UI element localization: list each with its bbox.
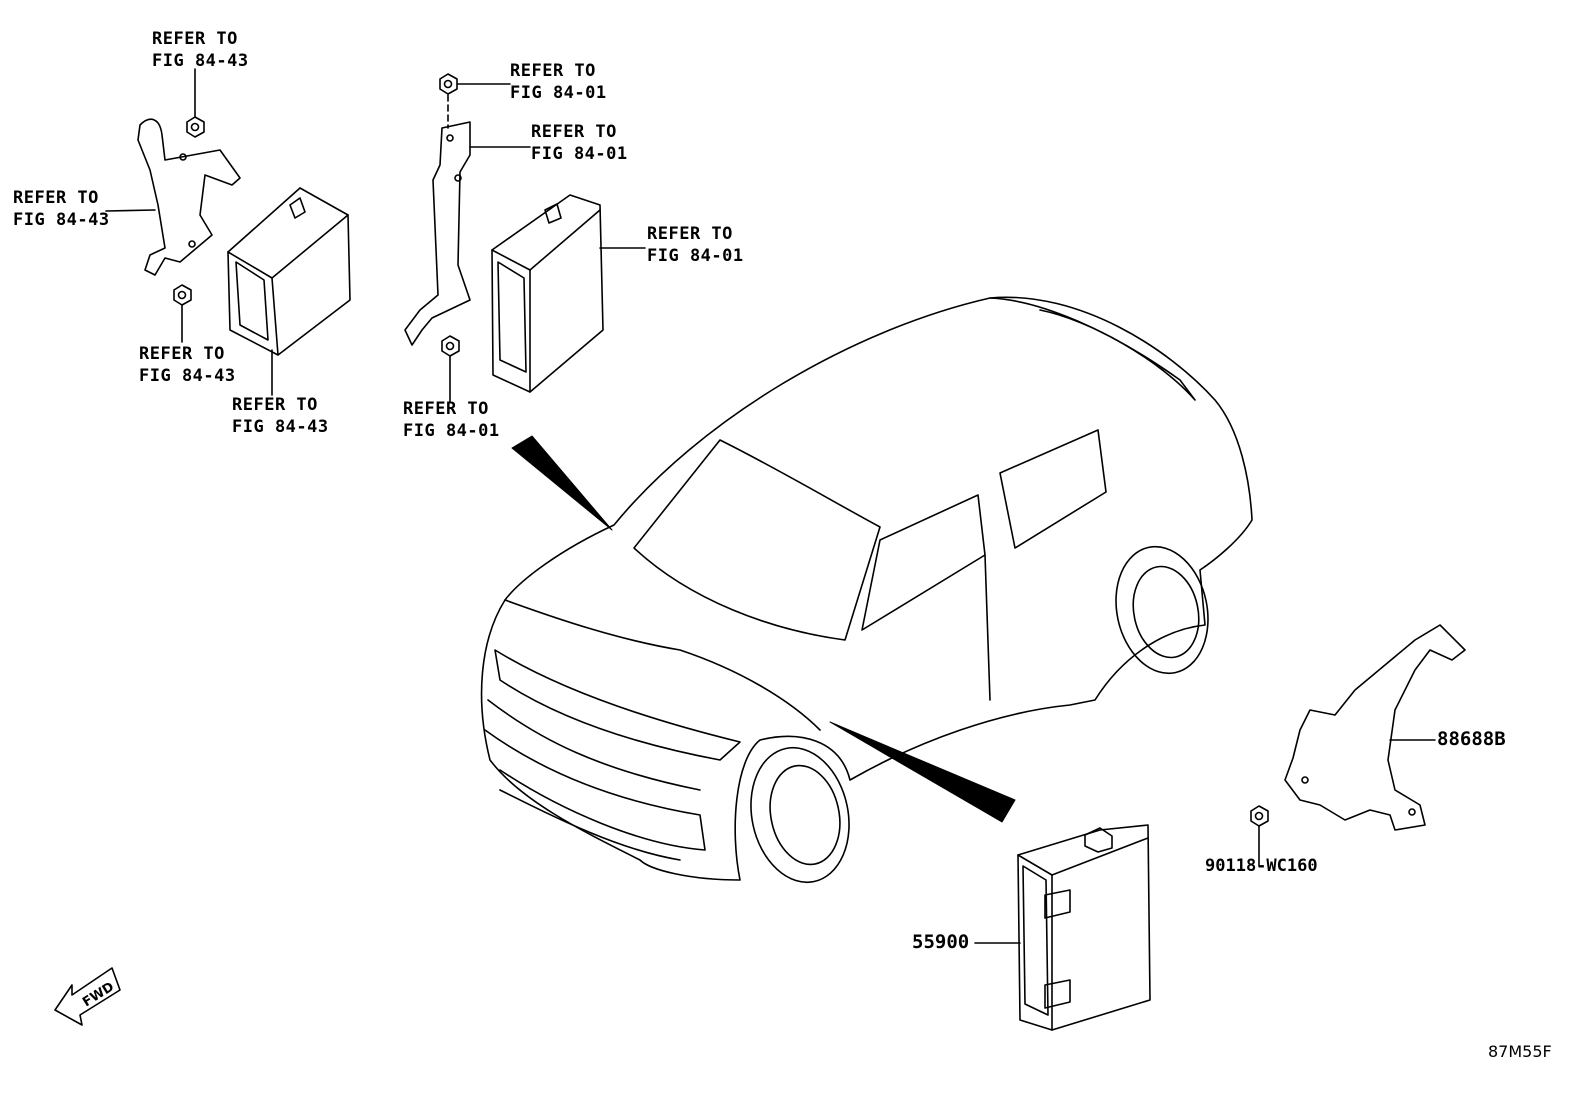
part-number-nut: 90118-WC160 bbox=[1205, 856, 1318, 876]
ref-line2: FIG 84-01 bbox=[531, 144, 628, 164]
module-55900 bbox=[1017, 824, 1151, 1031]
ref-label-left-side: REFER TO FIG 84-43 bbox=[13, 187, 110, 231]
ref-line1: REFER TO bbox=[647, 224, 733, 244]
ref-line2: FIG 84-43 bbox=[232, 417, 329, 437]
ref-line1: REFER TO bbox=[232, 395, 318, 415]
center-control-module bbox=[491, 194, 604, 393]
ref-line1: REFER TO bbox=[403, 399, 489, 419]
ref-label-center-module: REFER TO FIG 84-01 bbox=[647, 223, 744, 267]
ref-label-center-bracket: REFER TO FIG 84-01 bbox=[531, 121, 628, 165]
part-number-module: 55900 bbox=[912, 931, 970, 953]
pointer-wedge-lower bbox=[829, 721, 1016, 823]
nut-90118-WC160 bbox=[1250, 805, 1269, 827]
ref-line2: FIG 84-43 bbox=[139, 366, 236, 386]
fwd-arrow-icon: FWD bbox=[54, 967, 121, 1026]
ref-line1: REFER TO bbox=[531, 122, 617, 142]
center-nut-bottom bbox=[441, 335, 460, 357]
left-bracket-shape bbox=[137, 118, 241, 276]
ref-line1: REFER TO bbox=[152, 29, 238, 49]
ref-label-center-nut-top: REFER TO FIG 84-01 bbox=[510, 60, 607, 104]
pointer-wedge-upper bbox=[511, 435, 613, 531]
ref-line2: FIG 84-43 bbox=[152, 51, 249, 71]
bracket-88688B bbox=[1284, 624, 1466, 831]
part-number-bracket: 88688B bbox=[1437, 728, 1506, 750]
vehicle-outline bbox=[480, 296, 1253, 884]
ref-line2: FIG 84-01 bbox=[647, 246, 744, 266]
ref-line2: FIG 84-01 bbox=[510, 83, 607, 103]
ref-label-center-nut-bottom: REFER TO FIG 84-01 bbox=[403, 398, 500, 442]
left-control-module bbox=[227, 187, 351, 356]
ref-line2: FIG 84-01 bbox=[403, 421, 500, 441]
diagram-code: 87M55F bbox=[1488, 1042, 1552, 1061]
left-nut-bottom bbox=[173, 284, 192, 306]
center-nut-top bbox=[439, 73, 458, 95]
ref-line1: REFER TO bbox=[13, 188, 99, 208]
ref-label-left-top: REFER TO FIG 84-43 bbox=[152, 28, 249, 72]
ref-line2: FIG 84-43 bbox=[13, 210, 110, 230]
ref-line1: REFER TO bbox=[510, 61, 596, 81]
left-leader-lines bbox=[105, 68, 273, 396]
ref-line1: REFER TO bbox=[139, 344, 225, 364]
ref-label-left-module: REFER TO FIG 84-43 bbox=[232, 394, 329, 438]
ref-label-left-nut: REFER TO FIG 84-43 bbox=[139, 343, 236, 387]
center-bracket-shape bbox=[404, 121, 471, 346]
left-nut-top bbox=[186, 116, 205, 138]
center-leader-lines bbox=[449, 83, 646, 403]
